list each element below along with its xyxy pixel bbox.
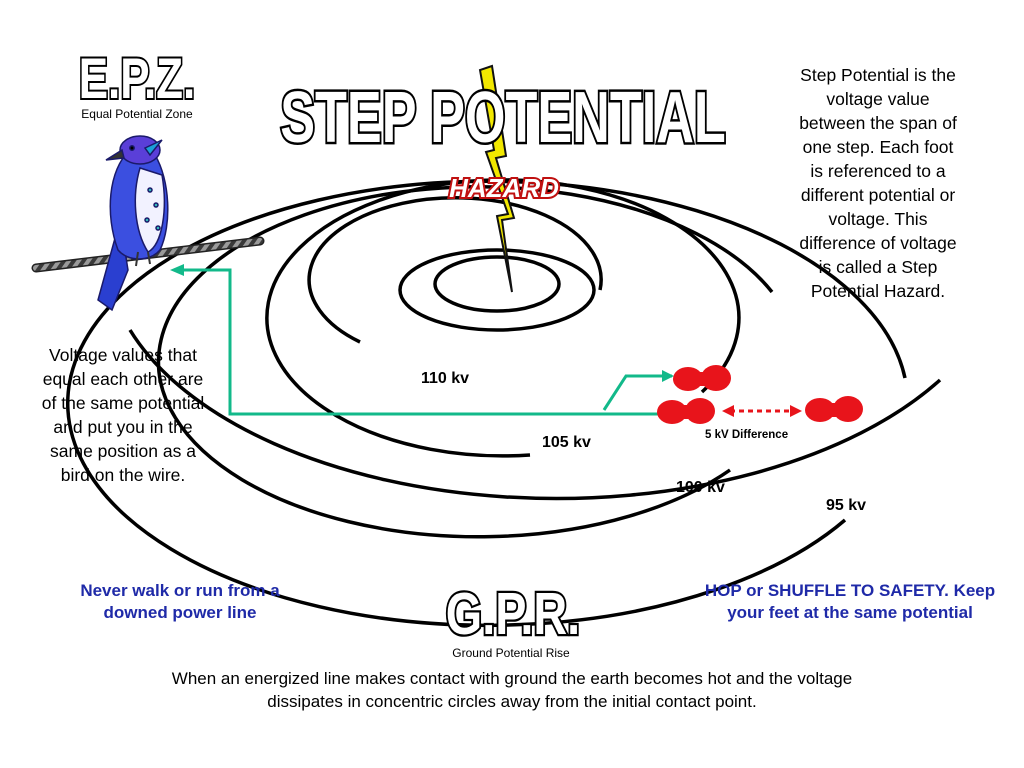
footprint-rear-left bbox=[657, 398, 715, 424]
warning-right: HOP or SHUFFLE TO SAFETY. Keep your feet… bbox=[704, 581, 996, 622]
arrowhead-to-bird bbox=[170, 264, 184, 276]
ring-2 bbox=[398, 248, 596, 332]
concentric-rings bbox=[65, 178, 942, 628]
label-105kv: 105 kv bbox=[542, 434, 591, 451]
equal-potential-arrows bbox=[170, 264, 674, 416]
epz-caption: Equal Potential Zone bbox=[81, 107, 193, 121]
voltage-difference-arrow bbox=[722, 405, 802, 417]
footprints bbox=[657, 365, 863, 424]
label-110kv: 110 kv bbox=[421, 370, 470, 387]
gpr-caption: Ground Potential Rise bbox=[452, 646, 570, 660]
gpr-abbr: G.P.R. bbox=[446, 581, 580, 648]
epz-abbr: E.P.Z. bbox=[79, 46, 196, 110]
bird-connector-line bbox=[180, 268, 660, 416]
page-title: STEP POTENTIAL bbox=[280, 78, 726, 158]
foot-connector-line bbox=[602, 374, 672, 411]
arrowhead-to-foot bbox=[662, 370, 674, 382]
lightning-bolt-icon bbox=[478, 64, 516, 293]
ring-7 bbox=[128, 329, 942, 501]
warning-left: Never walk or run from a downed power li… bbox=[80, 581, 280, 622]
hazard-label: HAZARD bbox=[449, 173, 559, 203]
footprint-rear-right bbox=[805, 396, 863, 422]
ring-5 bbox=[156, 185, 774, 539]
ring-4 bbox=[265, 178, 741, 458]
label-100kv: 100 kv bbox=[676, 479, 725, 496]
ring-1 bbox=[433, 255, 561, 313]
ring-6 bbox=[65, 179, 907, 628]
ring-3 bbox=[307, 196, 603, 344]
bird-note: Voltage values that equal each other are… bbox=[41, 345, 205, 485]
footprint-front bbox=[673, 365, 731, 391]
label-95kv: 95 kv bbox=[826, 497, 867, 514]
bottom-explanation: When an energized line makes contact wit… bbox=[171, 669, 853, 711]
bird-illustration bbox=[97, 135, 169, 312]
voltage-difference-label: 5 kV Difference bbox=[705, 429, 789, 441]
step-potential-description: Step Potential is the voltage value betw… bbox=[799, 65, 957, 301]
